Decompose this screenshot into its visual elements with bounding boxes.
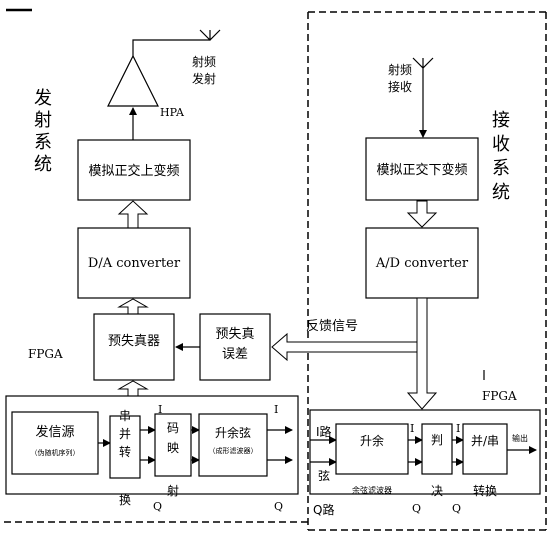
upconvert-label: 模拟正交上变频 [88, 163, 179, 179]
symbol-mapper-block [154, 413, 192, 477]
rx-antenna-label-1: 射频 [388, 62, 412, 77]
signal-source-sublabel: （伪随机序列） [31, 448, 80, 457]
rx-fpga-label: FPGA [482, 389, 517, 403]
rx-section-char-3: 系 [492, 158, 510, 179]
rx-antenna-label-2: 接收 [388, 79, 412, 94]
mapper-label-2: 映 [167, 441, 179, 455]
downconvert-block [365, 137, 479, 201]
shaping-filter-block [198, 413, 268, 477]
tx-fpga-label: FPGA [28, 347, 63, 361]
adc-to-fpga-hollow-arrow [406, 297, 438, 410]
rx-section-char-1: 接 [492, 110, 510, 131]
receive-system: 接 收 系 统 射频 接收 模拟正交下变频 A/D converter 反馈信号… [271, 57, 541, 517]
signal-source-block [11, 411, 99, 475]
output-label: 输出 [512, 433, 528, 443]
shaping-filter-label: 升余弦 [215, 425, 251, 440]
dac-to-upconvert-hollow-arrow [117, 200, 149, 229]
downconvert-label: 模拟正交下变频 [376, 162, 467, 178]
frame-lines [4, 8, 547, 531]
feedback-label: 反馈信号 [306, 319, 358, 334]
adc-block [365, 227, 479, 299]
filter-i-label: I [274, 403, 278, 416]
tx-section-char-3: 系 [34, 132, 52, 153]
rx-section-char-2: 收 [492, 134, 510, 155]
signal-source-label: 发信源 [35, 424, 74, 440]
mapper-q-label: Q [153, 500, 162, 513]
mapper-label-1: 码 [167, 421, 179, 435]
hpa-label: HPA [160, 106, 185, 119]
rx-mixer-label: 弦 [318, 468, 330, 483]
predistortion-error-label-1: 预失真 [215, 327, 254, 342]
decision-block [421, 423, 453, 475]
shaping-filter-sublabel: （成形滤波器） [209, 446, 258, 455]
i-path-label: I路 [316, 424, 332, 439]
adc-label: A/D converter [375, 256, 469, 271]
matched-filter-block [335, 423, 409, 475]
decision-below-label: 决 [431, 484, 443, 498]
predistorter-block [93, 313, 175, 381]
mapper-i-label: I [158, 403, 162, 416]
sp-below-label: 换 [119, 493, 131, 507]
mapper-below-label: 射 [167, 483, 179, 498]
rx-filter-i-label: I [410, 422, 414, 435]
parallel-serial-block [462, 423, 508, 475]
matched-filter-label: 升余 [360, 433, 384, 448]
rx-filter-q-label: Q [412, 502, 421, 515]
tx-antenna-label-2: 发射 [192, 71, 216, 86]
rx-section-char-4: 统 [492, 182, 510, 203]
ps-below-label: 转换 [473, 483, 497, 498]
rx-antenna-icon [412, 57, 434, 69]
decision-label: 判 [431, 433, 443, 447]
sp-label-3: 转 [119, 444, 131, 459]
predistorter-label: 预失真器 [108, 334, 160, 349]
ps-label: 并/串 [471, 434, 499, 448]
dac-label: D/A converter [88, 256, 181, 271]
downconvert-to-adc-hollow-arrow [406, 200, 438, 228]
matched-filter-below-label: 余弦滤波器 [352, 485, 392, 495]
tx-section-char-4: 统 [34, 154, 52, 175]
serial-parallel-block [109, 415, 141, 479]
rx-decision-q-label: Q [452, 502, 461, 515]
fpga-to-predist-hollow-arrow [117, 380, 149, 397]
hpa-amplifier [107, 54, 159, 107]
feedback-hollow-arrow [271, 332, 418, 362]
tx-section-char-2: 射 [34, 110, 52, 131]
sp-label-1: 串 [119, 409, 131, 423]
predistortion-error-label-2: 误差 [222, 347, 248, 362]
filter-q-label: Q [274, 500, 283, 513]
sp-label-2: 并 [119, 427, 131, 441]
transmit-system: 发 射 系 统 射频 发射 HPA 模拟正交上变频 D/A converter … [5, 29, 299, 513]
q-path-label: Q路 [313, 502, 334, 517]
upconvert-block [77, 139, 191, 201]
rx-decision-i-label: I [456, 422, 460, 435]
tx-antenna-icon [132, 29, 221, 56]
tx-antenna-label-1: 射频 [192, 54, 216, 69]
predist-to-dac-hollow-arrow [117, 298, 149, 315]
tx-section-char-1: 发 [34, 88, 52, 109]
dac-block [77, 227, 191, 299]
